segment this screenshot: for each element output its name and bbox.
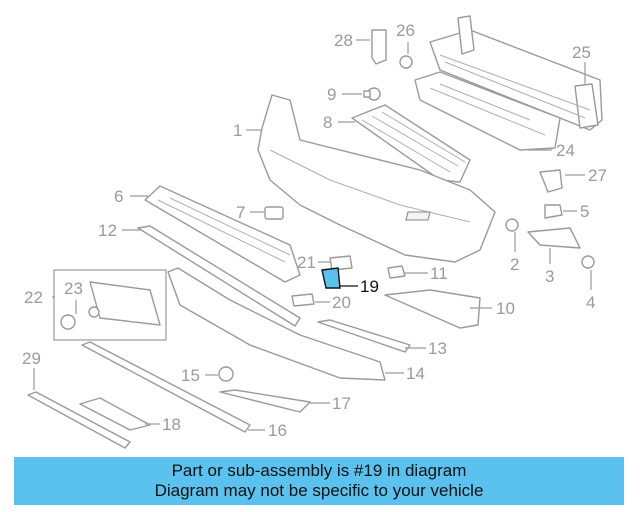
part-5-clip — [544, 204, 563, 219]
part-24-absorber — [414, 71, 561, 151]
part-1-bumper-cover — [257, 94, 496, 263]
part-8-grille — [351, 104, 471, 183]
banner-line-1: Part or sub-assembly is #19 in diagram — [171, 461, 467, 480]
callout-15: 15 — [181, 366, 200, 385]
part-22-license-bracket — [53, 269, 167, 341]
part-13-strip — [317, 319, 411, 353]
banner-line-2: Diagram may not be specific to your vehi… — [154, 481, 484, 500]
callout-9: 9 — [327, 85, 336, 104]
leader-lines — [33, 39, 592, 431]
part-17-trim — [219, 389, 311, 413]
callout-16: 16 — [268, 421, 287, 440]
part-16-lip — [81, 341, 251, 433]
part-12-molding — [137, 225, 301, 327]
callout-17: 17 — [332, 394, 351, 413]
callout-7: 7 — [236, 203, 245, 222]
callout-27: 27 — [588, 166, 607, 185]
callout-24: 24 — [556, 141, 575, 160]
part-6-lower-grille — [144, 185, 301, 283]
callout-28: 28 — [334, 31, 353, 50]
callout-18: 18 — [162, 415, 181, 434]
part-2-screw — [505, 218, 519, 232]
part-3-bracket — [527, 227, 581, 249]
part-7-sensor — [264, 206, 284, 220]
callout-19: 19 — [360, 277, 379, 296]
callout-5: 5 — [580, 202, 589, 221]
part-10-fog-trim — [384, 289, 481, 329]
callout-4: 4 — [586, 293, 595, 312]
callout-10: 10 — [496, 299, 515, 318]
callout-2: 2 — [510, 255, 519, 274]
part-23-fastener — [60, 306, 100, 330]
part-11-bracket — [387, 265, 406, 279]
part-29-strip — [27, 391, 131, 449]
part-18-deflector — [79, 397, 151, 431]
part-20-cap — [291, 293, 315, 307]
callout-13: 13 — [428, 339, 447, 358]
callout-23: 23 — [64, 279, 83, 298]
callout-labels: 28 26 9 8 1 25 24 27 5 6 7 2 3 4 12 21 1… — [22, 21, 607, 440]
part-27-bracket — [539, 169, 563, 193]
callout-25: 25 — [572, 43, 591, 62]
parts-diagram: 28 26 9 8 1 25 24 27 5 6 7 2 3 4 12 21 1… — [22, 15, 607, 449]
callout-21: 21 — [297, 253, 316, 272]
part-28-bracket — [371, 29, 387, 65]
callout-8: 8 — [323, 113, 332, 132]
callout-20: 20 — [332, 293, 351, 312]
part-19-highlighted — [321, 267, 341, 289]
callout-26: 26 — [396, 21, 415, 40]
info-banner: Part or sub-assembly is #19 in diagram D… — [14, 457, 624, 505]
callout-29: 29 — [22, 349, 41, 368]
callout-22: 22 — [24, 288, 43, 307]
callout-11: 11 — [430, 264, 448, 283]
part-4-bolt — [581, 255, 595, 269]
callout-12: 12 — [98, 221, 117, 240]
part-9-bolt — [363, 87, 381, 101]
part-26-bolt — [399, 55, 413, 69]
callout-1: 1 — [233, 121, 242, 140]
part-25-reinforcement-bar — [429, 15, 603, 131]
part-21-cover — [329, 255, 353, 271]
callout-3: 3 — [545, 267, 554, 286]
callout-14: 14 — [406, 364, 425, 383]
part-14-lower-cover — [167, 267, 386, 381]
callout-6: 6 — [114, 187, 123, 206]
part-15-bolt — [218, 366, 234, 382]
